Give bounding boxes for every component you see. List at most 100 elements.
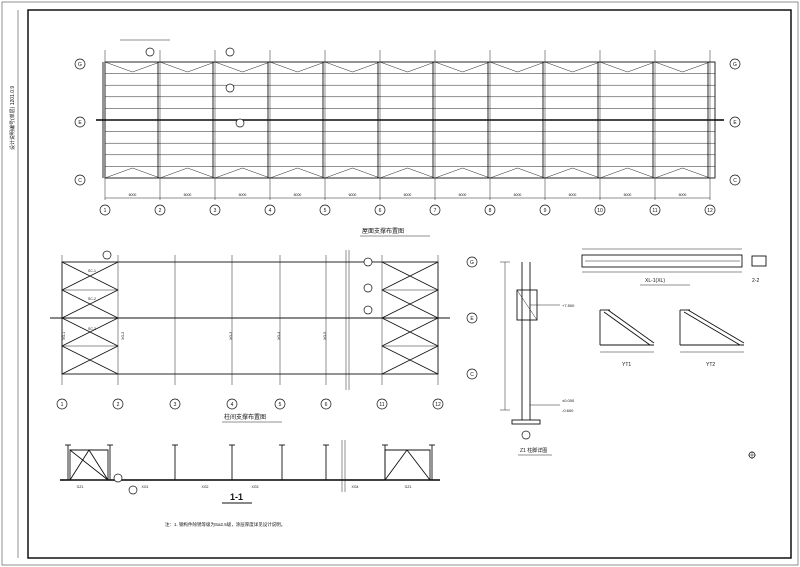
col-axis-bubble xyxy=(99,204,111,216)
dimension-text: 6000 xyxy=(404,193,412,197)
section-brace-right xyxy=(384,449,431,481)
x-brace-member xyxy=(381,261,439,291)
col-axis-bubble-label: 1 xyxy=(104,208,107,214)
tie-bar xyxy=(682,167,711,179)
tie-bar xyxy=(627,61,656,73)
tie-bar xyxy=(544,61,573,73)
col-axis-bubble-label: 3 xyxy=(174,402,177,408)
member-label: SC-3 xyxy=(88,327,96,331)
column-detail-title: Z1 柱脚详图 xyxy=(520,447,547,454)
tie-bar xyxy=(489,167,518,179)
tie-bar xyxy=(489,61,518,73)
tie-bar xyxy=(352,167,381,179)
tie-bar xyxy=(517,61,546,73)
col-axis-bubble-label: 6 xyxy=(325,402,328,408)
tie-bar xyxy=(434,167,463,179)
col-axis-bubble-label: 12 xyxy=(707,208,713,214)
detail-marker xyxy=(225,83,235,93)
x-bracing xyxy=(61,261,439,375)
x-brace-member xyxy=(61,345,119,375)
section-brace-left xyxy=(88,449,109,481)
col-axis-bubble-label: 2 xyxy=(117,402,120,408)
section-label: GZ1 xyxy=(405,485,412,489)
section-brace-right xyxy=(384,449,408,481)
beam-detail-title: XL-1(XL) xyxy=(645,278,665,284)
col-axis-bubble-label: 10 xyxy=(597,208,603,214)
title-block-text: 设计说明编号(单层) 1201.0.9 xyxy=(9,86,16,150)
corbel-title: YT1 xyxy=(622,362,631,368)
corbel-diagonal xyxy=(683,311,741,346)
dimension-text: 6000 xyxy=(624,193,632,197)
tie-bar xyxy=(324,167,353,179)
axis-bubble xyxy=(521,430,531,440)
dimension-text: 6000 xyxy=(514,193,522,197)
row-axis-bubble xyxy=(74,174,86,186)
dimension-text: 6000 xyxy=(679,193,687,197)
member-label: XG-3 xyxy=(229,332,233,340)
tie-bar xyxy=(132,61,161,73)
tie-bar xyxy=(214,61,243,73)
detail-marker xyxy=(113,473,123,483)
tie-bar xyxy=(242,167,271,179)
dimension-text: 6000 xyxy=(129,193,137,197)
tie-bar xyxy=(104,61,133,73)
col-axis-bubble xyxy=(484,204,496,216)
row-axis-bubble xyxy=(466,256,478,268)
section-label: XG2 xyxy=(201,485,208,489)
corbel-diagonal xyxy=(603,311,651,346)
tie-bar xyxy=(682,61,711,73)
tie-bar xyxy=(599,167,628,179)
col-axis-bubble xyxy=(319,204,331,216)
section-brace-left xyxy=(69,449,109,481)
tie-bar xyxy=(462,61,491,73)
col-axis-bubble xyxy=(539,204,551,216)
col-axis-bubble xyxy=(320,398,332,410)
row-axis-bubble-label: E xyxy=(78,120,82,126)
detail-marker xyxy=(128,485,138,495)
row-axis-bubble xyxy=(729,58,741,70)
col-axis-bubble xyxy=(429,204,441,216)
tie-bar xyxy=(434,61,463,73)
beam-section xyxy=(751,255,767,267)
col-axis-bubble xyxy=(112,398,124,410)
section-label: GZ1 xyxy=(77,485,84,489)
col-axis-bubble-label: 1 xyxy=(61,402,64,408)
row-axis-bubble-label: E xyxy=(470,316,474,322)
col-axis-bubble-label: 11 xyxy=(379,402,384,408)
tie-bar xyxy=(269,61,298,73)
tie-bar xyxy=(242,61,271,73)
dimension-text: 6000 xyxy=(569,193,577,197)
row-axis-bubble xyxy=(74,116,86,128)
detail-marker xyxy=(235,118,245,128)
row-axis-bubble xyxy=(466,368,478,380)
corbel-diagonal xyxy=(687,309,745,344)
row-axis-bubble-label: G xyxy=(733,62,737,68)
inner-border xyxy=(27,9,792,559)
member-label: XG-1 xyxy=(62,332,66,340)
col-axis-bubble xyxy=(649,204,661,216)
col-axis-bubble-label: 12 xyxy=(435,402,441,408)
row-axis-bubble-label: C xyxy=(470,372,474,378)
col-axis-bubble xyxy=(56,398,68,410)
column-plan-title: 柱间支撑布置图 xyxy=(224,413,266,421)
tie-bar xyxy=(654,61,683,73)
row-axis-bubble-label: C xyxy=(78,178,82,184)
section-label: XG4 xyxy=(351,485,358,489)
col-axis-bubble xyxy=(154,204,166,216)
tie-bar xyxy=(297,61,326,73)
row-axis-bubble xyxy=(729,174,741,186)
member-label: XG-5 xyxy=(323,332,327,340)
tie-bar xyxy=(379,167,408,179)
purlin-lines xyxy=(105,73,715,167)
section-brace-right xyxy=(406,449,431,481)
col-axis-bubble xyxy=(432,398,444,410)
section-brace-left xyxy=(69,449,90,481)
elevation-label: -0.600 xyxy=(562,408,574,413)
col-axis-bubble-label: 4 xyxy=(269,208,272,214)
